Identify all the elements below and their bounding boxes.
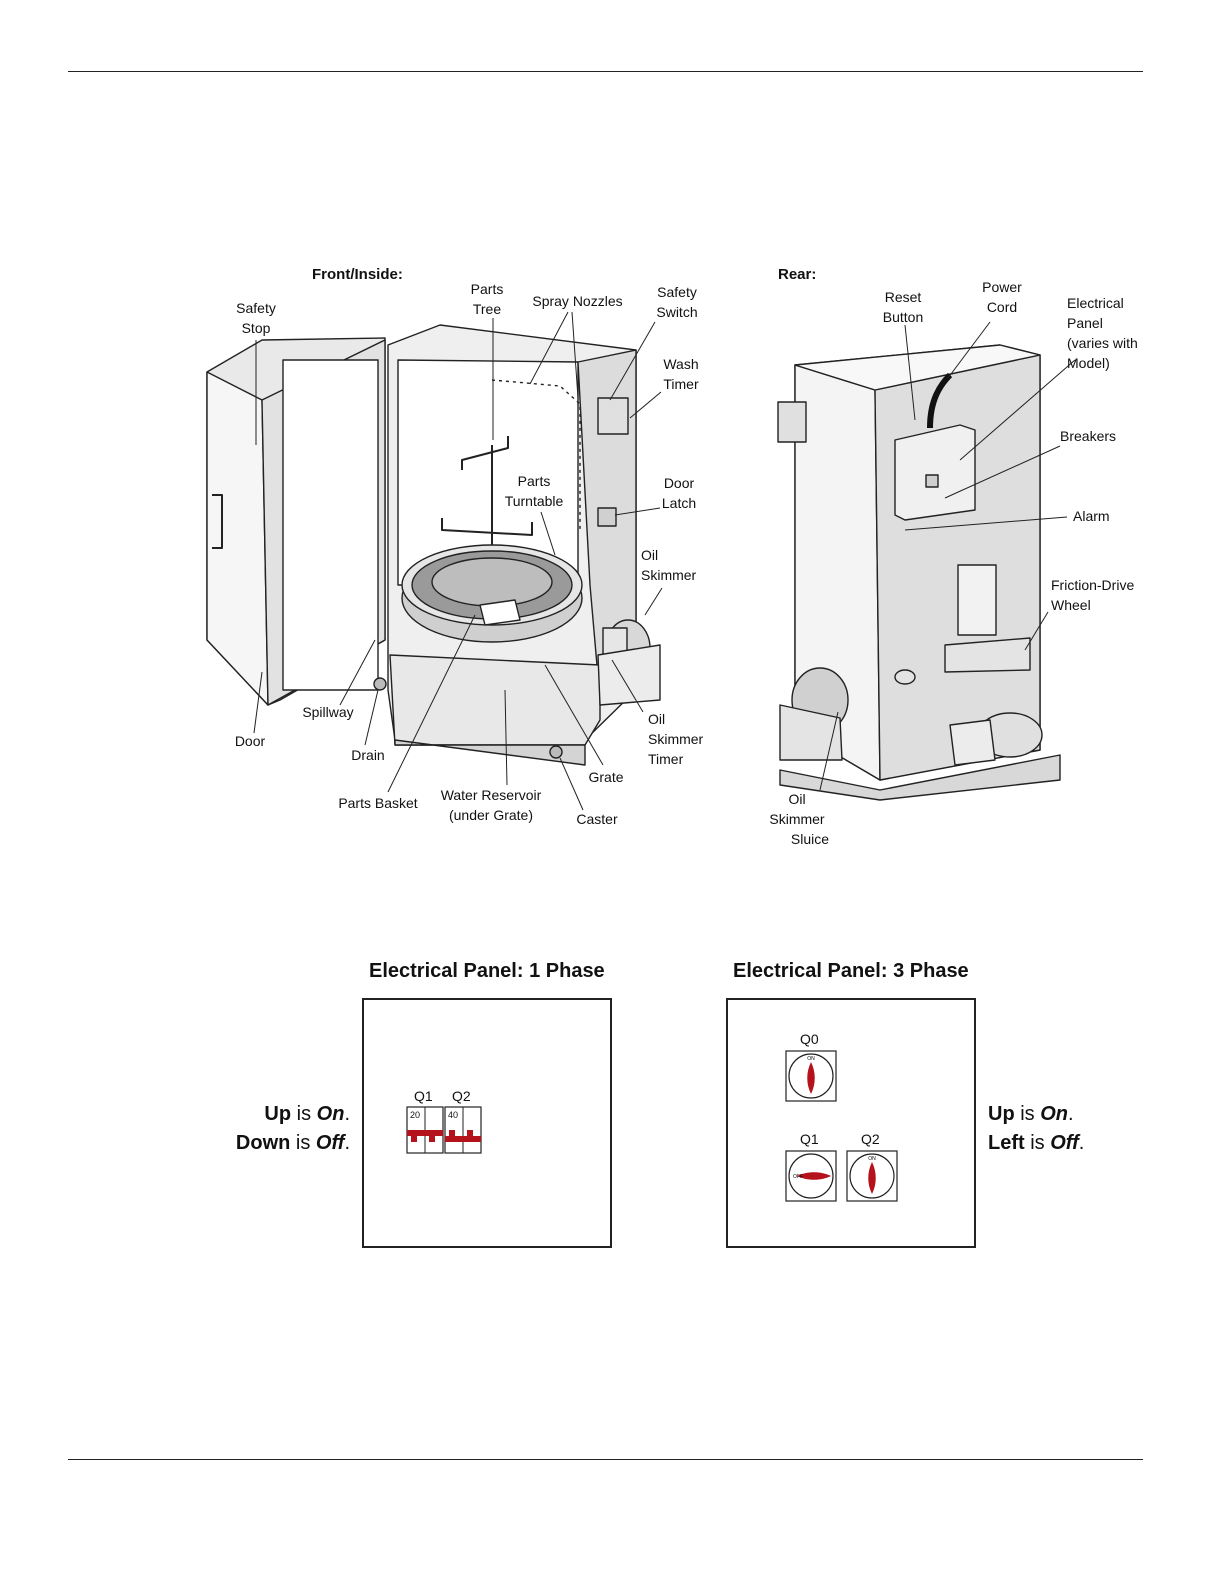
switch-q0-rotary: ON (785, 1050, 837, 1102)
svg-text:ON: ON (807, 1056, 815, 1062)
footer-rule (68, 1459, 1143, 1460)
panel-1phase-title: Electrical Panel: 1 Phase (369, 960, 605, 982)
label-drain: Drain (351, 747, 385, 763)
switch-q0-label: Q0 (800, 1031, 819, 1047)
svg-text:OFF: OFF (793, 1174, 803, 1180)
washer-front-illustration (206, 311, 663, 811)
label-spray-nozzles: Spray Nozzles (532, 293, 623, 309)
breaker-pair-graphic (406, 1106, 482, 1154)
switch-q1-rotary: OFF (785, 1150, 837, 1202)
panel-3phase-box: Q0 ON Q1 OFF Q2 ON (726, 998, 976, 1248)
panel-3phase-title: Electrical Panel: 3 Phase (733, 960, 969, 982)
washer-rear-illustration (777, 321, 1076, 801)
label-water-reservoir: Water Reservoir(under Grate) (440, 787, 542, 823)
front-inside-title: Front/Inside: (312, 266, 403, 283)
rear-title: Rear: (778, 266, 817, 283)
label-parts-basket: Parts Basket (338, 795, 418, 811)
legend-3phase: Up is On. Left is Off. (988, 1103, 1085, 1154)
switch-q1-label: Q1 (800, 1131, 819, 1147)
breaker-q2-label: Q2 (452, 1088, 471, 1104)
label-alarm: Alarm (1073, 508, 1110, 524)
label-caster: Caster (576, 811, 618, 827)
breaker-q1-amps: 20 (410, 1110, 421, 1120)
switch-q2-label: Q2 (861, 1131, 880, 1147)
breaker-q2-amps: 40 (448, 1110, 459, 1120)
panel-1phase-box: Q1 Q2 20 40 (362, 998, 612, 1248)
label-door: Door (234, 733, 266, 749)
label-grate: Grate (588, 769, 624, 785)
legend-1phase: Up is On. Down is Off. (235, 1103, 350, 1154)
label-breakers: Breakers (1060, 428, 1117, 444)
label-spillway: Spillway (302, 704, 354, 720)
header-rule (68, 71, 1143, 72)
breaker-q1-label: Q1 (414, 1088, 433, 1104)
switch-q2-rotary: ON (846, 1150, 898, 1202)
svg-text:ON: ON (868, 1156, 876, 1162)
